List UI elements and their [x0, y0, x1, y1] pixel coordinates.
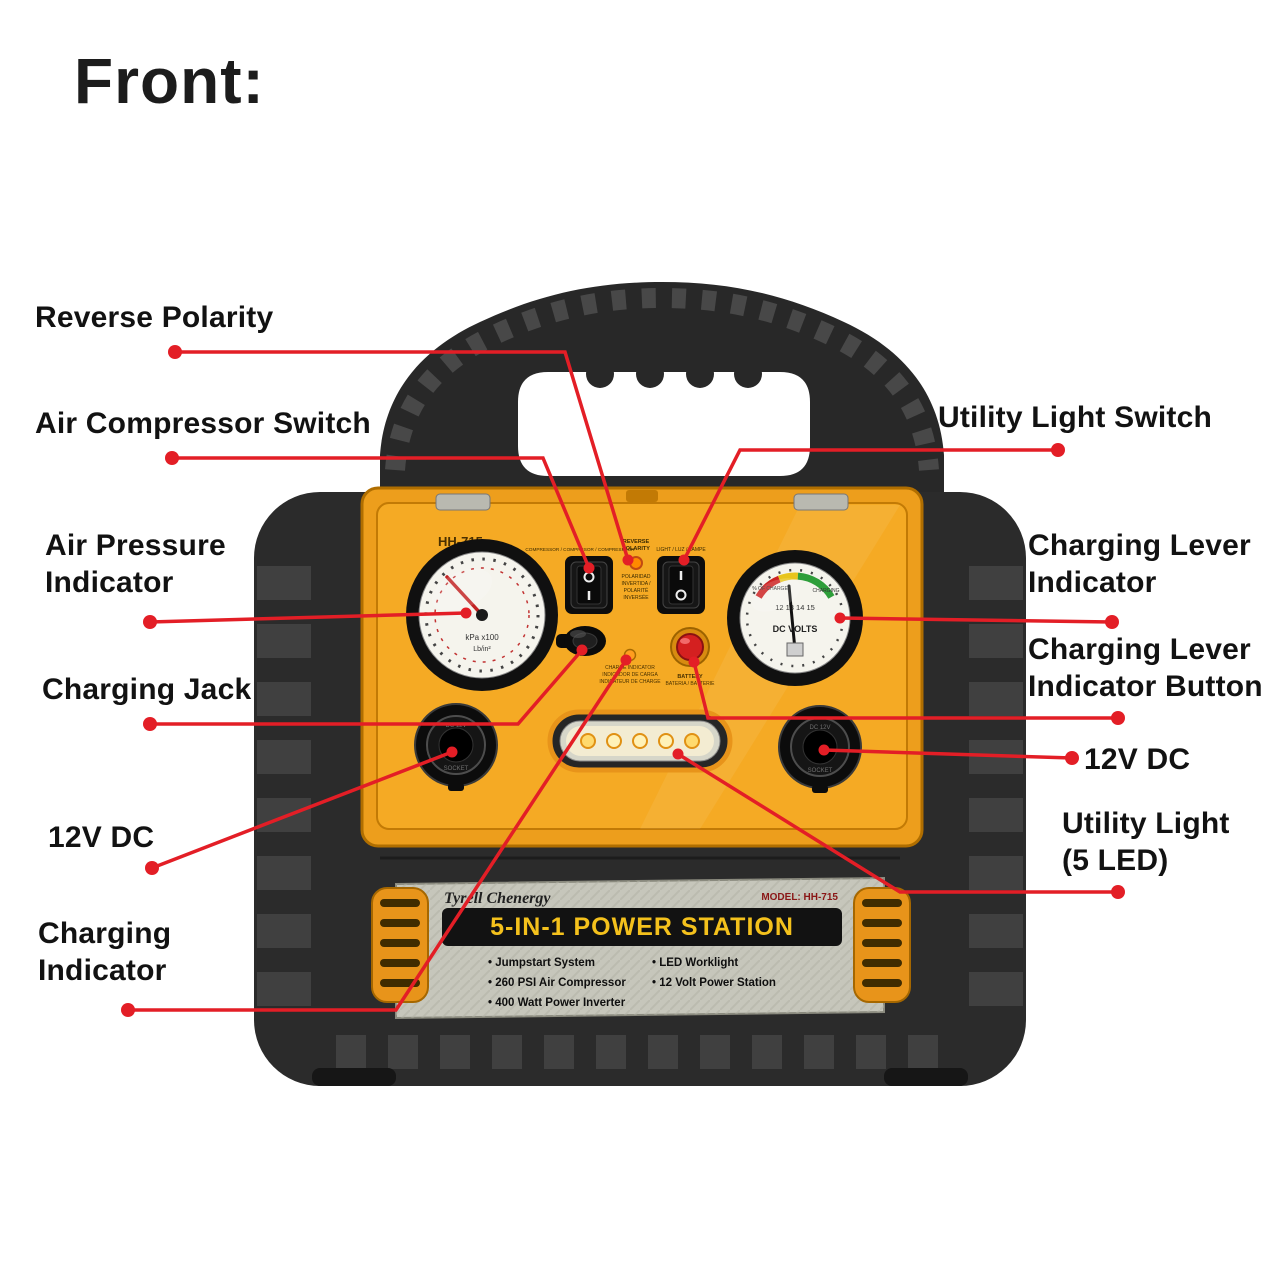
socket-left-text1: DC 12V	[445, 723, 466, 729]
callout-lines	[128, 350, 1118, 1012]
led-4	[658, 733, 674, 749]
callout-line-charging-lever-indicator	[839, 616, 1113, 624]
reverse-sub1: POLARIDAD	[622, 574, 651, 580]
callout-12v-dc-left: 12V DC	[48, 821, 155, 854]
air-pressure-gauge: kPa x100 Lb/in²	[406, 539, 558, 691]
feature-right-2: • 12 Volt Power Station	[652, 977, 776, 989]
callout-line-reverse-polarity	[175, 350, 630, 561]
battery-test-button: BATTERY BATERIA / BATTERIE	[666, 627, 716, 687]
charge-ind-line2: INDICADOR DE CARGA	[602, 672, 658, 678]
callout-air-pressure-indicator: Air Pressure Indicator	[45, 529, 226, 599]
carry-handle	[380, 282, 944, 500]
reverse-polarity-line2: POLARITY	[622, 546, 650, 552]
pressure-unit-2: Lb/in²	[473, 646, 491, 653]
led-2	[606, 733, 622, 749]
callout-charging-lever-indicator: Charging Lever Indicator	[1028, 529, 1251, 599]
brand-name: Tyrell Chenergy	[444, 890, 551, 907]
charge-scale-label: % OF CHARGE	[752, 586, 788, 592]
panel-hinge-right	[793, 493, 849, 511]
callout-charging-jack: Charging Jack	[42, 673, 252, 706]
feature-left-1: • Jumpstart System	[488, 957, 595, 969]
charge-ind-line1: CHARGE INDICATOR	[605, 665, 655, 671]
vent-grille-right	[853, 887, 911, 1003]
callout-utility-light: Utility Light (5 LED)	[1062, 807, 1230, 877]
model-label: MODEL: HH-715	[761, 892, 838, 903]
socket-left-text2: SOCKET	[444, 766, 469, 772]
volt-title: DC VOLTS	[773, 624, 818, 634]
callout-charging-indicator: Charging Indicator	[38, 917, 172, 987]
callout-line-utility-light	[677, 752, 1118, 894]
charging-label: CHARGING	[813, 588, 840, 594]
callout-line-charging-jack	[150, 648, 584, 726]
charge-ind-line3: INDICATEUR DE CHARGE	[599, 679, 661, 685]
panel-hinge-left	[435, 493, 491, 511]
pressure-unit-1: kPa x100	[465, 633, 499, 642]
product-title: 5-IN-1 POWER STATION	[490, 913, 794, 941]
callout-line-12v-dc-right	[823, 748, 1073, 760]
page-title: Front:	[74, 45, 265, 117]
brand-plate: Tyrell Chenergy MODEL: HH-715 5-IN-1 POW…	[395, 876, 885, 1020]
charging-jack-control	[556, 626, 606, 656]
panel-latch	[626, 490, 658, 502]
socket-right-text1: DC 12V	[809, 725, 830, 731]
callout-line-utility-light-switch	[682, 448, 1058, 561]
callout-line-charging-lever-indicator-button	[692, 661, 1118, 720]
led-5	[684, 733, 700, 749]
led-1	[580, 733, 596, 749]
callout-charging-lever-indicator-button: Charging Lever Indicator Button	[1028, 633, 1263, 703]
light-switch-label: LIGHT / LUZ / LAMPE	[656, 547, 706, 553]
volt-needle	[787, 584, 797, 652]
reverse-polarity-line1: REVERSE	[623, 539, 650, 545]
callout-line-air-compressor-switch	[172, 456, 591, 569]
callout-line-12v-dc-left	[151, 750, 453, 870]
callout-air-compressor-switch: Air Compressor Switch	[35, 407, 371, 440]
pressure-needle	[445, 575, 484, 617]
utility-light-switch-control: LIGHT / LUZ / LAMPE	[656, 547, 706, 614]
charge-level-gauge: % OF CHARGE CHARGING 12 13 14 15 DC VOLT…	[727, 550, 863, 686]
socket-right-text2: SOCKET	[808, 768, 833, 774]
feature-left-2: • 260 PSI Air Compressor	[488, 977, 626, 989]
callout-utility-light-switch: Utility Light Switch	[938, 401, 1212, 434]
battery-label-line2: BATERIA / BATTERIE	[666, 681, 716, 687]
vent-grille-left	[371, 887, 429, 1003]
reverse-sub4: INVERSÉE	[623, 594, 649, 601]
handle-tread	[385, 287, 939, 471]
feature-right-1: • LED Worklight	[652, 957, 738, 969]
reverse-sub3: POLARITÉ	[624, 587, 649, 594]
callout-dots	[121, 345, 1125, 1017]
callout-12v-dc-right: 12V DC	[1084, 743, 1191, 776]
callout-reverse-polarity: Reverse Polarity	[35, 301, 274, 334]
callout-line-air-pressure-indicator	[149, 611, 467, 624]
callout-line-charging-indicator	[128, 659, 628, 1012]
led-3	[632, 733, 648, 749]
reverse-sub2: INVERTIDA /	[621, 581, 651, 587]
feature-left-3: • 400 Watt Power Inverter	[488, 997, 626, 1009]
volt-scale-numbers: 12 13 14 15	[775, 603, 815, 612]
battery-label-line1: BATTERY	[677, 674, 703, 680]
utility-light-bar	[547, 709, 733, 773]
